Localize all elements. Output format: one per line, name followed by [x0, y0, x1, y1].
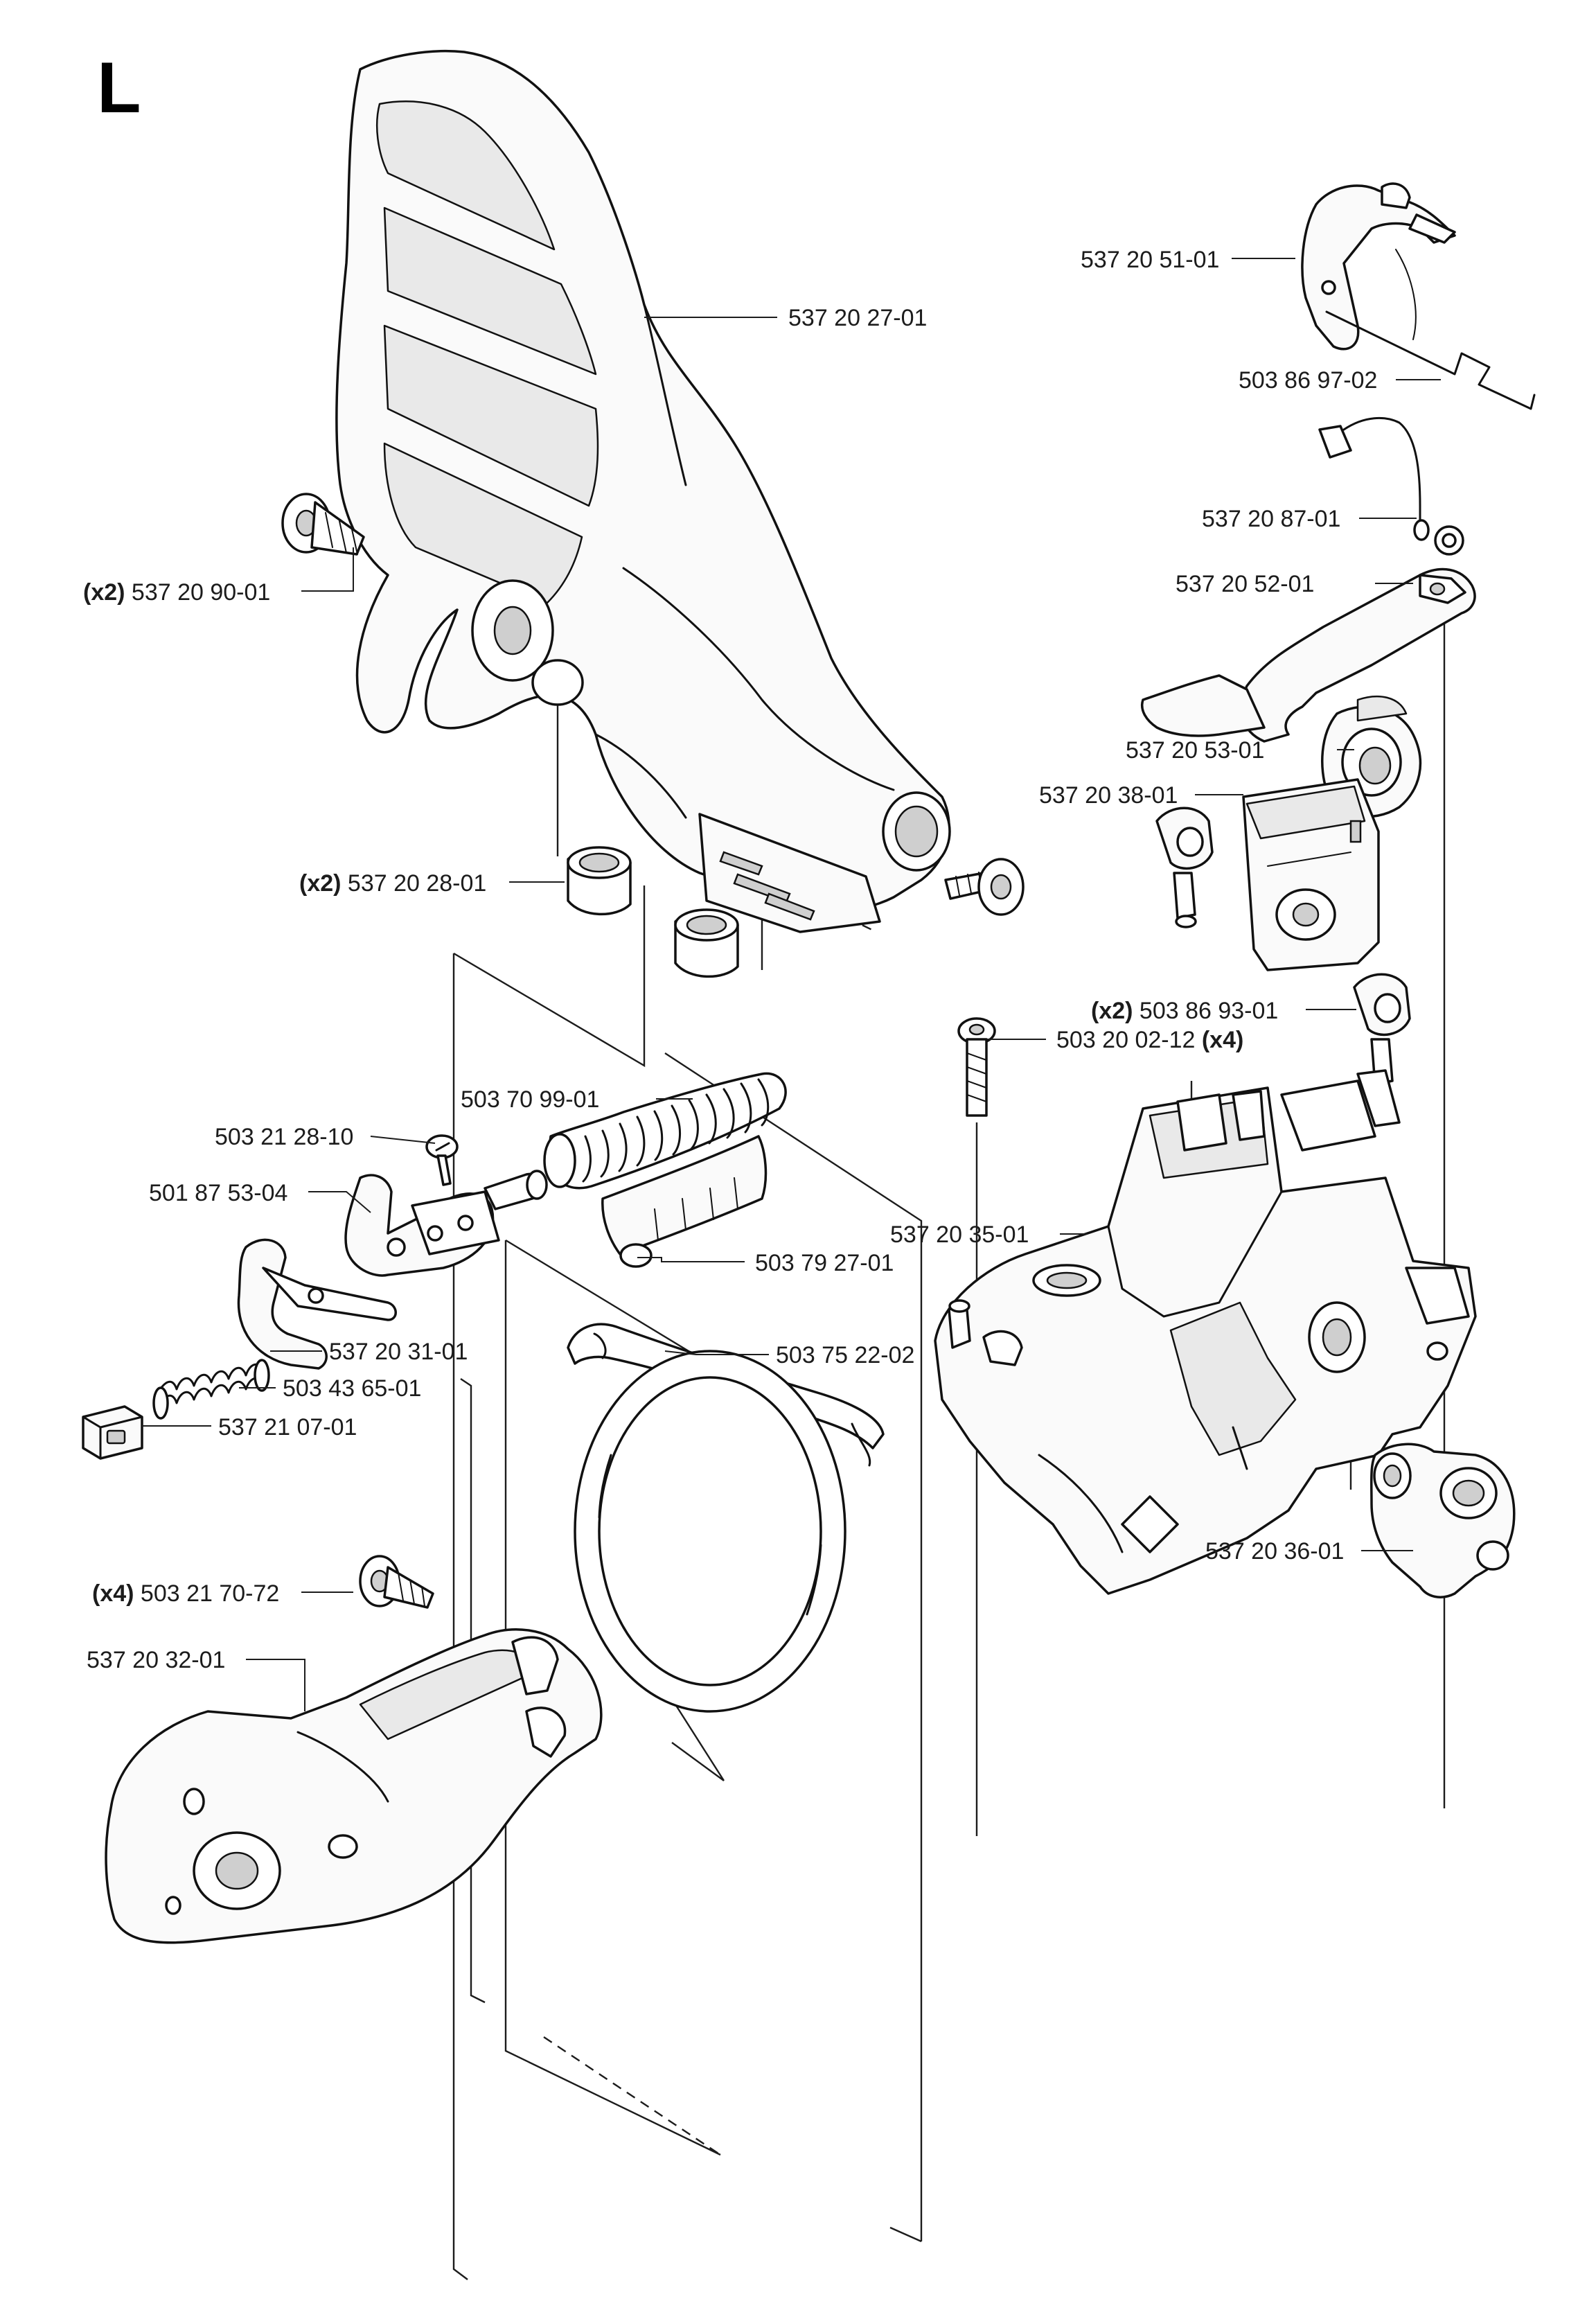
handle-screw-left	[281, 493, 365, 556]
label-537-20-52-01: 537 20 52-01	[1176, 571, 1314, 597]
wire-clip-upper	[1155, 806, 1214, 928]
cover-plate	[1242, 778, 1380, 971]
label-537-20-87-01: 537 20 87-01	[1202, 506, 1340, 532]
clutch-cover	[105, 1628, 603, 1944]
label-537-20-35-01: 537 20 35-01	[890, 1222, 1029, 1248]
bushing-pair	[567, 846, 739, 978]
rubber-block	[82, 1405, 143, 1460]
label-537-20-51-01: 537 20 51-01	[1081, 247, 1219, 273]
adjuster-bracket	[1369, 1443, 1516, 1598]
label-537-20-36-01: 537 20 36-01	[1205, 1538, 1344, 1564]
ground-wire	[1318, 416, 1464, 556]
trigger-spring	[152, 1359, 270, 1420]
label-503-79-27-01: 503 79 27-01	[755, 1250, 894, 1276]
label-501-87-53-04: 501 87 53-04	[149, 1180, 287, 1206]
spring-clip	[1325, 310, 1536, 410]
brake-spring	[543, 1072, 787, 1190]
throttle-lever	[1141, 567, 1476, 743]
section-letter: L	[97, 48, 141, 128]
label-537-20-32-01: 537 20 32-01	[87, 1647, 225, 1673]
brake-housing	[934, 1069, 1477, 1595]
brake-band	[567, 1323, 885, 1713]
label-537-20-28-01: (x2) 537 20 28-01	[299, 870, 486, 897]
brake-lever-assembly	[344, 1134, 548, 1277]
label-503-43-65-01: 503 43 65-01	[283, 1375, 421, 1402]
spring-cover	[601, 1135, 768, 1268]
label-503-70-99-01: 503 70 99-01	[461, 1086, 599, 1113]
lever-top	[1301, 182, 1456, 351]
front-hand-guard	[335, 49, 951, 933]
part-labels: 537 20 27-01 (x2) 537 20 90-01 (x2) 537 …	[83, 247, 1377, 1673]
cover-bolt	[957, 1017, 996, 1117]
label-503-21-70-72: (x4) 503 21 70-72	[92, 1580, 279, 1607]
label-537-20-31-01: 537 20 31-01	[329, 1339, 468, 1365]
cover-screw	[359, 1555, 434, 1609]
label-537-20-38-01: 537 20 38-01	[1039, 782, 1178, 809]
brake-trigger-lever	[237, 1238, 397, 1370]
label-503-75-22-02: 503 75 22-02	[776, 1342, 914, 1368]
label-537-20-90-01: (x2) 537 20 90-01	[83, 579, 270, 606]
label-537-20-53-01: 537 20 53-01	[1126, 737, 1264, 764]
label-503-21-28-10: 503 21 28-10	[215, 1124, 353, 1150]
label-503-86-97-02: 503 86 97-02	[1239, 367, 1377, 394]
leader-lines	[142, 258, 1441, 1711]
handle-screw-right	[944, 858, 1025, 916]
label-537-21-07-01: 537 21 07-01	[218, 1414, 357, 1440]
label-503-86-93-01: (x2) 503 86 93-01	[1091, 998, 1278, 1024]
label-537-20-27-01: 537 20 27-01	[788, 305, 927, 331]
label-503-20-02-12: 503 20 02-12 (x4)	[1056, 1027, 1243, 1053]
